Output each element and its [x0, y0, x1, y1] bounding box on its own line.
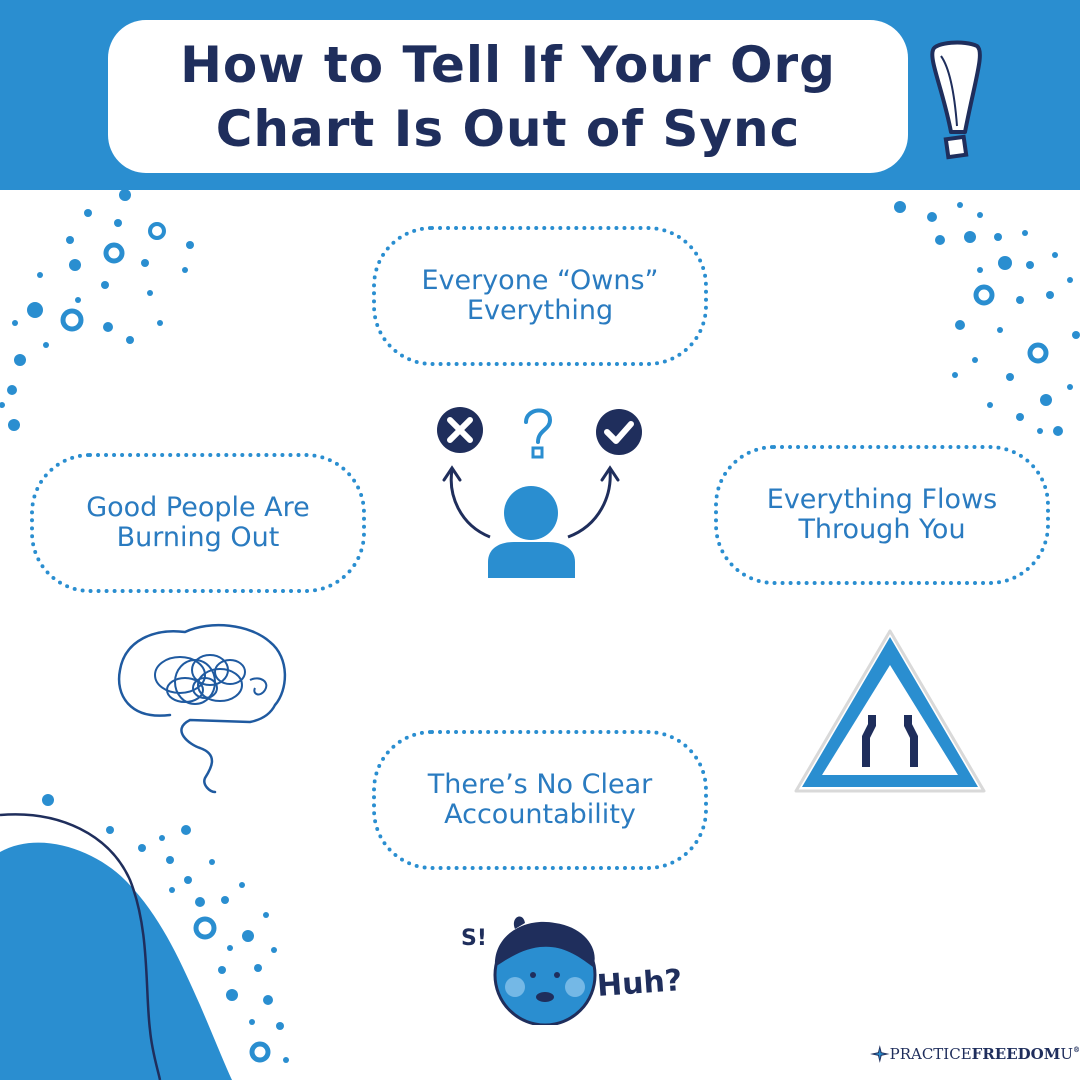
- decision-graphic: [437, 407, 642, 578]
- exclamation-icon: [930, 40, 982, 160]
- brand-registered-mark: ®: [1073, 1045, 1080, 1054]
- bubble-flows-through-you: Everything Flows Through You: [714, 445, 1050, 585]
- bubble-owns-line-2: Everything: [466, 295, 614, 326]
- check-circle-icon: [596, 409, 642, 455]
- bubble-acct-line-2: Accountability: [444, 799, 636, 830]
- bubble-no-accountability: There’s No Clear Accountability: [372, 730, 708, 870]
- brand-logo: PRACTICEFREEDOMU®: [870, 1034, 1080, 1074]
- bubble-burn-line-2: Burning Out: [116, 522, 280, 553]
- bubble-acct-line-1: There’s No Clear: [427, 769, 653, 800]
- tangled-mind-icon: [117, 623, 287, 794]
- brand-part-1: PRACTICE: [889, 1045, 972, 1063]
- brand-part-3: U: [1060, 1045, 1073, 1063]
- person-icon: [488, 486, 575, 578]
- bubble-burn-line-1: Good People Are: [86, 492, 310, 523]
- bubble-owns-line-1: Everyone “Owns”: [421, 265, 659, 296]
- question-icon: [524, 408, 553, 459]
- bubble-everyone-owns: Everyone “Owns” Everything: [372, 226, 708, 366]
- road-narrows-sign-icon: [794, 629, 986, 793]
- compass-star-icon: [870, 1045, 890, 1063]
- title-box: How to Tell If Your Org Chart Is Out of …: [108, 20, 908, 173]
- sweat-mark: S!: [461, 926, 487, 951]
- decorative-blob-bottom-left: [0, 794, 289, 1080]
- brand-part-2: FREEDOM: [971, 1045, 1061, 1063]
- decorative-dots-top-right: [894, 201, 1080, 436]
- confused-face-icon: S!: [461, 916, 597, 1025]
- bubble-flow-line-2: Through You: [798, 514, 966, 545]
- x-circle-icon: [437, 407, 483, 453]
- huh-label: Huh?: [595, 963, 684, 1004]
- decorative-dots-top-left: [0, 189, 194, 431]
- bubble-burning-out: Good People Are Burning Out: [30, 453, 366, 593]
- bubble-flow-line-1: Everything Flows: [766, 484, 998, 515]
- brand-name: PRACTICEFREEDOMU®: [890, 1045, 1080, 1063]
- page-title-line-1: How to Tell If Your Org: [180, 35, 836, 94]
- page-title-line-2: Chart Is Out of Sync: [215, 99, 801, 158]
